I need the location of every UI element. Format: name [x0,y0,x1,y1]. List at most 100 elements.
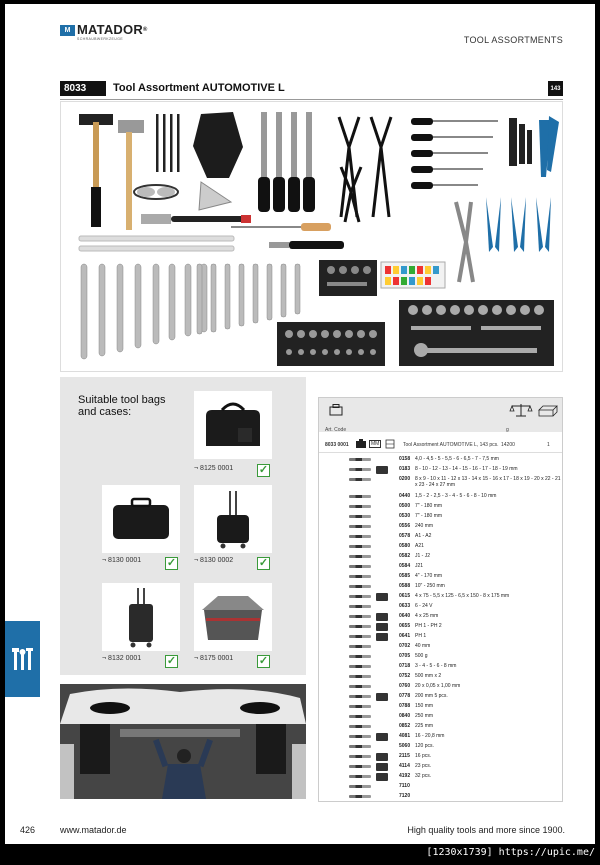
case-icon [329,404,343,416]
col-weight: g [506,427,509,433]
drive-size-icon [376,763,388,771]
tools-illustration [78,112,559,366]
cantilever-toolbox-icon [202,596,264,640]
brand-reg-mark: ® [142,27,148,33]
screwdriver-icon [411,118,498,189]
cable-ties-icon [376,693,388,701]
bags-title: Suitable tool bags and cases: [78,394,166,418]
website-link[interactable]: www.matador.de [60,825,127,835]
drive-size-icon [376,733,388,741]
safety-goggles-icon [133,184,179,200]
tool-silhouette-icon [349,458,371,461]
tool-silhouette-icon [349,535,371,538]
tool-silhouette-icon [349,575,371,578]
locking-pliers-icon [454,201,475,283]
case-small-icon [356,439,366,448]
suitable-bags-panel: Suitable tool bags and cases: ¬ 8125 000… [60,377,306,675]
tool-silhouette-icon [349,745,371,748]
check-icon: ✓ [257,464,270,477]
scraper-icon [269,241,344,249]
bag-code: ¬ 8130 0002 [194,557,234,564]
water-pump-pliers-icon [539,116,559,177]
tool-silhouette-icon [349,795,371,798]
tool-silhouette-icon [349,595,371,598]
mechanic-figure [153,738,213,799]
tool-silhouette-icon [349,625,371,628]
hex-key-icon [509,118,532,166]
ring-spanner-icon [80,263,208,360]
tool-silhouette-icon [349,755,371,758]
feeler-gauge-icon [198,181,233,211]
bit-socket-tray-icon [277,322,385,366]
tool-bag-8125-image [194,391,272,459]
tool-silhouette-icon [349,585,371,588]
tool-silhouette-icon [349,515,371,518]
piece-count-badge: 143 [548,81,563,96]
section-title: TOOL ASSORTMENTS [463,35,563,45]
hard-case-icon [113,497,169,539]
trolley-case-8130-0002-image [194,485,272,553]
toolbox-8175-image [194,583,272,651]
mm-badge: MM [369,440,382,448]
phillips-tip-icon [376,623,388,631]
package-icon [538,405,558,417]
tool-silhouette-icon [349,655,371,658]
category-side-tab[interactable] [5,621,40,697]
matador-logo[interactable]: M MATADOR® SCHRAUBWERKZEUGE [60,22,148,41]
tool-silhouette-icon [349,468,371,471]
brand-logo-icon: M [60,25,75,36]
tool-silhouette-icon [349,715,371,718]
workshop-photo [60,684,306,799]
spec-table: Art. Code g 8033 0001 MM Tool Assortment… [318,397,563,802]
tool-silhouette-icon [349,725,371,728]
drive-size-icon [376,753,388,761]
brand-name: MATADOR [77,22,143,37]
col-art-code: Art. Code [325,427,347,433]
tool-silhouette-icon [349,785,371,788]
wire-brush-icon [141,214,251,224]
check-icon: ✓ [165,655,178,668]
tool-silhouette-icon [349,565,371,568]
check-icon: ✓ [257,557,270,570]
spec-main-row: 8033 0001 MM Tool Assortment AUTOMOTIVE … [319,436,562,453]
bag-code: ¬ 8125 0001 [194,465,234,472]
side-cutter-icon [486,197,551,252]
product-number: 8033 [60,81,106,96]
tool-silhouette-icon [349,665,371,668]
ratchet-icon [376,466,388,474]
header-divider [60,99,563,100]
tool-silhouette-icon [349,635,371,638]
tool-silhouette-icon [349,545,371,548]
catalog-sheet: M MATADOR® SCHRAUBWERKZEUGE TOOL ASSORTM… [5,4,595,844]
tool-silhouette-icon [349,525,371,528]
table-row: 7110 [319,783,562,793]
bag-code: ¬ 8132 0001 [102,655,142,662]
mallet-icon [118,120,144,230]
check-icon: ✓ [165,557,178,570]
tool-silhouette-icon [349,685,371,688]
spec-column-headers: Art. Code g [319,426,562,435]
tyre-lever-icon [78,235,235,252]
socket-tray-icon [319,260,377,296]
watermark: [1230x1739] https://upic.me/ [426,847,595,858]
drive-size-icon [376,773,388,781]
